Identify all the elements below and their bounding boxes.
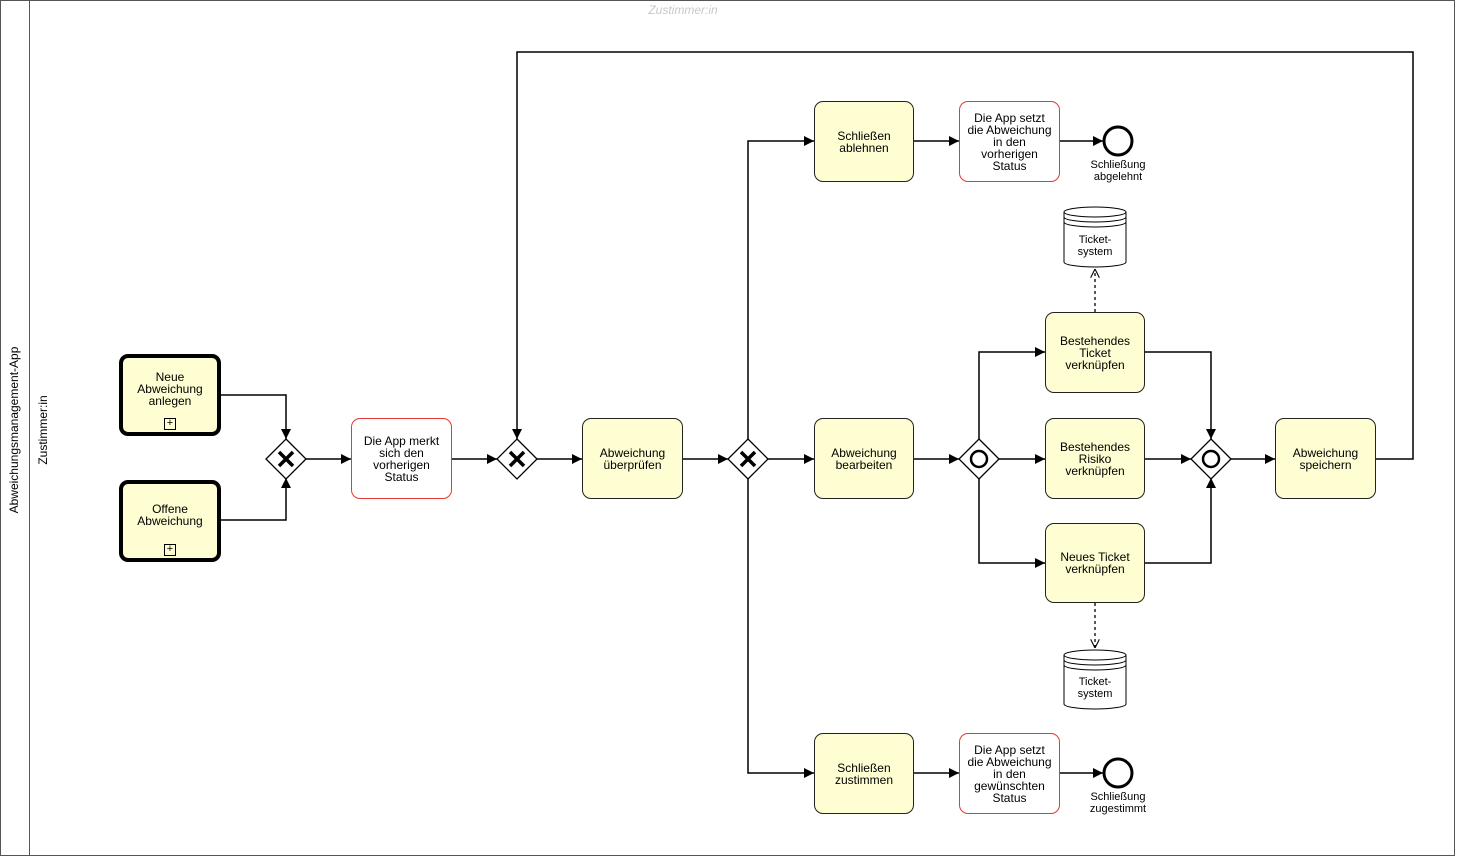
task-abweichung-speichern[interactable]: Abweichung speichern: [1275, 418, 1376, 499]
task-ticket-bestehend[interactable]: Bestehendes Ticket verknüpfen: [1045, 312, 1145, 393]
flow-offene-gw1: [221, 478, 291, 521]
end-event-zugestimmt-label: Schließung zugestimmt: [1089, 791, 1147, 815]
task-label: Abweichung überprüfen: [599, 445, 666, 472]
gateway-exclusive-2: [496, 438, 538, 480]
subprocess-neue-abweichung[interactable]: Neue Abweichung anlegen +: [119, 354, 221, 436]
end-event-abgelehnt: [1102, 125, 1134, 157]
subprocess-offene-label: Offene Abweichung: [137, 502, 203, 528]
gateway-exclusive-1: [265, 438, 307, 480]
datastore-top-label: Ticket- system: [1077, 234, 1113, 258]
gateway-exclusive-3: [727, 438, 769, 480]
task-ticket-neu[interactable]: Neues Ticket verknüpfen: [1045, 523, 1145, 603]
flow-gw3-ablehnen: [747, 136, 814, 439]
task-label: Bestehendes Risiko verknüpfen: [1059, 439, 1131, 478]
flow-neue-gw1: [221, 394, 291, 439]
task-label: Die App setzt die Abweichung in den vorh…: [967, 110, 1052, 173]
subprocess-neue-label: Neue Abweichung anlegen: [137, 370, 203, 408]
flow-gw4-ticket-neu: [978, 478, 1045, 568]
gateway-inclusive-5: [1190, 438, 1232, 480]
task-app-setzt-gewuenscht[interactable]: Die App setzt die Abweichung in den gewü…: [959, 733, 1060, 814]
expand-plus-icon[interactable]: +: [164, 418, 176, 430]
task-label: Bestehendes Ticket verknüpfen: [1059, 333, 1131, 372]
datastore-ticketsystem-top: [1063, 206, 1127, 268]
end-event-abgelehnt-label: Schließung abgelehnt: [1090, 159, 1146, 183]
expand-plus-icon[interactable]: +: [164, 544, 176, 556]
task-label: Die App setzt die Abweichung in den gewü…: [967, 742, 1052, 805]
task-app-setzt-vorherig[interactable]: Die App setzt die Abweichung in den vorh…: [959, 101, 1060, 182]
datastore-ticketsystem-bottom: [1063, 649, 1127, 710]
end-event-zugestimmt: [1102, 757, 1134, 789]
task-app-merkt-status[interactable]: Die App merkt sich den vorherigen Status: [351, 418, 452, 499]
flow-ticket-best-gw5: [1145, 351, 1216, 439]
task-label: Neues Ticket verknüpfen: [1060, 550, 1130, 576]
flow-speichern-loop: [512, 51, 1414, 460]
datastore-bottom-label: Ticket- system: [1077, 676, 1113, 700]
watermark-label: Zustimmer:in: [648, 3, 718, 17]
task-schliessen-zustimmen[interactable]: Schließen zustimmen: [814, 733, 914, 814]
subprocess-offene-abweichung[interactable]: Offene Abweichung +: [119, 480, 221, 562]
task-abweichung-pruefen[interactable]: Abweichung überprüfen: [582, 418, 683, 499]
gateway-inclusive-4: [958, 438, 1000, 480]
task-risiko-verknuepfen[interactable]: Bestehendes Risiko verknüpfen: [1045, 418, 1145, 499]
task-schliessen-ablehnen[interactable]: Schließen ablehnen: [814, 101, 914, 182]
flow-gw3-zustimmen: [747, 478, 814, 778]
flow-ticket-neu-gw5: [1145, 478, 1216, 564]
task-label: Schließen zustimmen: [834, 760, 893, 787]
pool-header: Abweichungsmanagement-App: [0, 0, 30, 856]
task-abweichung-bearbeiten[interactable]: Abweichung bearbeiten: [814, 418, 914, 499]
task-label: Abweichung speichern: [1292, 445, 1359, 472]
flow-gw4-ticket-best: [978, 347, 1045, 439]
task-label: Schließen ablehnen: [837, 128, 891, 155]
task-label: Die App merkt sich den vorherigen Status: [363, 433, 440, 484]
task-label: Abweichung bearbeiten: [831, 445, 897, 472]
